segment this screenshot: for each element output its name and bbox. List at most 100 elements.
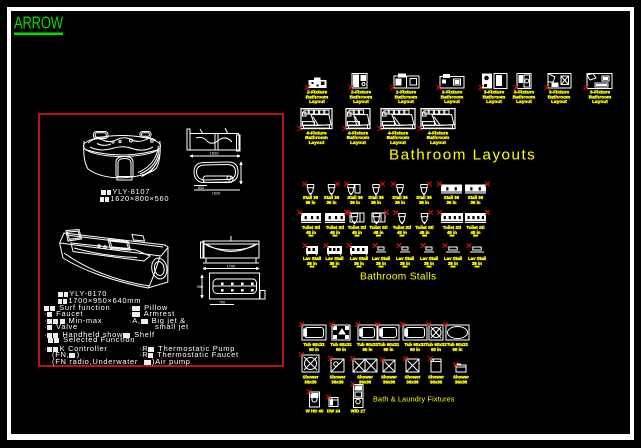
svg-text:Toilet Stl: Toilet Stl <box>348 225 366 230</box>
svg-text:Shower: Shower <box>381 375 397 380</box>
svg-text:48 in: 48 in <box>397 230 407 235</box>
svg-text:36 in: 36 in <box>305 200 315 205</box>
svg-text:950: 950 <box>197 285 203 289</box>
svg-text:Layout: Layout <box>486 99 502 105</box>
svg-text:Stall 36: Stall 36 <box>392 195 408 200</box>
svg-text:36x36: 36x36 <box>430 379 443 384</box>
svg-text:36 in: 36 in <box>400 261 410 266</box>
svg-text:Bathroom: Bathroom <box>483 95 506 101</box>
svg-text:Layout: Layout <box>592 99 608 105</box>
svg-text:Tub 60x32: Tub 60x32 <box>425 342 447 347</box>
svg-text:36 in: 36 in <box>326 200 336 205</box>
svg-text:Stall 36: Stall 36 <box>444 195 460 200</box>
svg-text:1700: 1700 <box>227 265 235 269</box>
svg-text:36x36: 36x36 <box>359 379 372 384</box>
svg-text:Toilet Stl: Toilet Stl <box>393 225 411 230</box>
svg-text:48 in: 48 in <box>352 230 362 235</box>
svg-text:Stall 36: Stall 36 <box>303 195 319 200</box>
svg-text:Layout: Layout <box>353 99 369 105</box>
svg-text:4-Fixture: 4-Fixture <box>428 130 449 136</box>
svg-text:36 in: 36 in <box>371 200 381 205</box>
svg-text:48 in: 48 in <box>447 230 457 235</box>
svg-text:Bathroom: Bathroom <box>387 135 410 141</box>
svg-text:Stall 36: Stall 36 <box>347 195 363 200</box>
svg-text:36 in: 36 in <box>472 261 482 266</box>
svg-text:W Htr 40: W Htr 40 <box>306 409 324 414</box>
svg-text:Bathroom: Bathroom <box>427 135 450 141</box>
svg-text:36 in: 36 in <box>419 200 429 205</box>
svg-text:Lav Stall: Lav Stall <box>468 256 486 261</box>
svg-text:Lav Stall: Lav Stall <box>420 256 438 261</box>
svg-text:Tub 60x32: Tub 60x32 <box>404 342 426 347</box>
svg-text:Bathroom: Bathroom <box>347 135 370 141</box>
svg-text:2-Fixture: 2-Fixture <box>351 90 372 96</box>
svg-text:Lav Stall: Lav Stall <box>372 256 390 261</box>
svg-text:Stall 36: Stall 36 <box>324 195 340 200</box>
svg-text:1620: 1620 <box>210 151 220 156</box>
svg-text:Shower: Shower <box>330 375 346 380</box>
svg-text:Lav Stall: Lav Stall <box>350 256 368 261</box>
svg-text:36x36: 36x36 <box>383 379 396 384</box>
svg-text:Layout: Layout <box>551 99 567 105</box>
svg-text:60 in: 60 in <box>309 347 319 352</box>
svg-text:60 in: 60 in <box>452 347 462 352</box>
svg-text:Bathroom: Bathroom <box>395 95 418 101</box>
svg-text:Bathroom: Bathroom <box>306 95 329 101</box>
svg-text:Shower: Shower <box>428 375 444 380</box>
svg-text:Shower: Shower <box>357 375 373 380</box>
svg-text:Shower: Shower <box>405 375 421 380</box>
svg-text:36 in: 36 in <box>470 200 480 205</box>
svg-text:DW 24: DW 24 <box>327 409 341 414</box>
svg-text:2-Fixture: 2-Fixture <box>307 90 328 96</box>
svg-text:Bath & Laundry Fixtures: Bath & Laundry Fixtures <box>373 395 455 404</box>
svg-text:Tub 60x32: Tub 60x32 <box>330 342 352 347</box>
svg-text:Layout: Layout <box>350 140 366 146</box>
svg-text:Tub 60x32: Tub 60x32 <box>378 342 400 347</box>
svg-text:Layout: Layout <box>398 99 414 105</box>
svg-text:36x36: 36x36 <box>406 379 419 384</box>
svg-text:Tub 60x32: Tub 60x32 <box>303 342 325 347</box>
svg-text:36 in: 36 in <box>424 261 434 266</box>
svg-text:Shower: Shower <box>303 375 319 380</box>
svg-text:Layout: Layout <box>516 99 532 105</box>
svg-text:Toilet Stl: Toilet Stl <box>302 225 320 230</box>
svg-text:W/D 27: W/D 27 <box>351 409 366 414</box>
svg-text:36 in: 36 in <box>329 261 339 266</box>
svg-text:Lav Stall: Lav Stall <box>303 256 321 261</box>
svg-text:Stall 36: Stall 36 <box>468 195 484 200</box>
svg-text:Layout: Layout <box>444 99 460 105</box>
svg-text:60 in: 60 in <box>431 347 441 352</box>
svg-text:Bathroom: Bathroom <box>589 95 612 101</box>
svg-text:48 in: 48 in <box>330 230 340 235</box>
svg-text:Bathroom: Bathroom <box>350 95 373 101</box>
svg-text:Toilet Stl: Toilet Stl <box>443 225 461 230</box>
svg-text:36x36: 36x36 <box>331 379 344 384</box>
svg-text:1620: 1620 <box>212 192 220 196</box>
svg-text:Stall 36: Stall 36 <box>368 195 384 200</box>
svg-text:36 in: 36 in <box>354 261 364 266</box>
svg-text:36 in: 36 in <box>446 200 456 205</box>
svg-text:36 in: 36 in <box>448 261 458 266</box>
svg-text:4-Fixture: 4-Fixture <box>388 130 409 136</box>
svg-text:Lav Stall: Lav Stall <box>325 256 343 261</box>
svg-text:Lav Stall: Lav Stall <box>396 256 414 261</box>
svg-text:60 in: 60 in <box>410 347 420 352</box>
svg-text:60 in: 60 in <box>383 347 393 352</box>
svg-text:3-Fixture: 3-Fixture <box>590 90 611 96</box>
svg-text:700: 700 <box>219 301 225 305</box>
svg-text:Bathroom: Bathroom <box>441 95 464 101</box>
svg-text:36x36: 36x36 <box>455 379 468 384</box>
svg-text:Lav Stall: Lav Stall <box>444 256 462 261</box>
svg-text:48 in: 48 in <box>419 230 429 235</box>
svg-text:Stall 36: Stall 36 <box>416 195 432 200</box>
svg-text:36 in: 36 in <box>376 261 386 266</box>
svg-text:2-Fixture: 2-Fixture <box>442 90 463 96</box>
svg-text:48 in: 48 in <box>470 230 480 235</box>
svg-text:Tub 60x32: Tub 60x32 <box>357 342 379 347</box>
svg-text:Bathroom: Bathroom <box>548 95 571 101</box>
svg-text:Toilet Stl: Toilet Stl <box>415 225 433 230</box>
svg-text:Bathroom Layouts: Bathroom Layouts <box>389 147 536 164</box>
svg-text:3-Fixture: 3-Fixture <box>549 90 570 96</box>
svg-text:Bathroom: Bathroom <box>305 135 328 141</box>
svg-text:Bathroom Stalls: Bathroom Stalls <box>360 272 436 283</box>
